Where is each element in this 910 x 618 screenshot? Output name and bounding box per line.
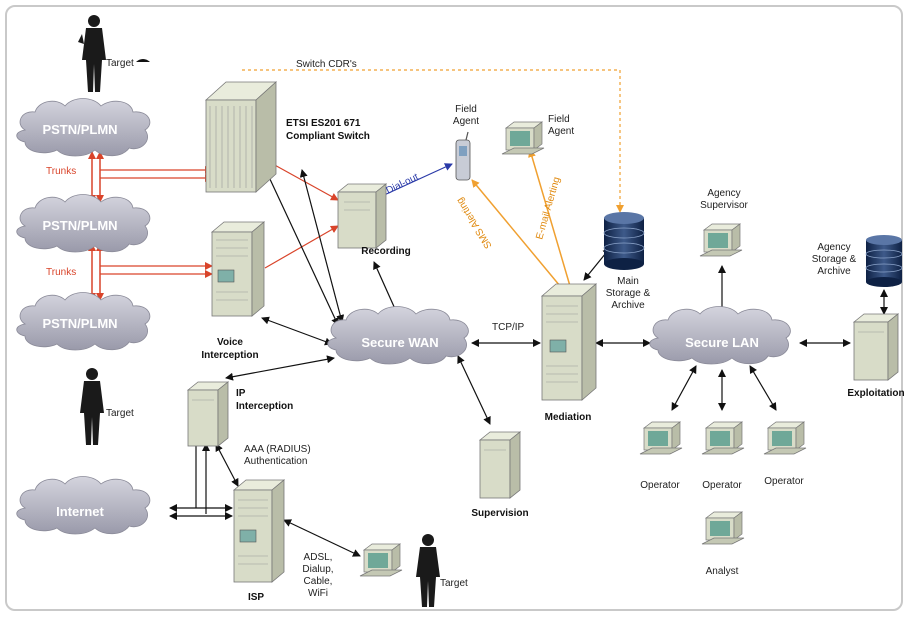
field-agent-label: Agent [453,116,479,127]
phone-icon [136,59,150,62]
trunks-label: Trunks [46,166,76,177]
agency-storage-label: Agency [817,242,850,253]
field-agent-label: Agent [548,126,574,137]
target-label: Target [106,408,134,419]
secure-wan-cloud: Secure WAN [327,306,469,365]
field-agent-label: Field [455,104,477,115]
voice-interception-label: Interception [201,350,258,361]
pstn-cloud-3: PSTN/PLMN [16,292,151,351]
target-label: Target [440,578,468,589]
ip-interception-label: IP [236,388,246,399]
switch-cdr-label: Switch CDR's [296,59,357,70]
access-type-label: Dialup, [302,564,333,575]
supervision-server-icon [478,431,522,499]
email-alert-link [528,149,571,287]
trunks-label: Trunks [46,267,76,278]
target-person-icon [80,368,104,445]
voice-interception-server-icon [210,221,266,317]
main-storage-label: Storage & [606,288,651,299]
etsi-switch-label: ETSI ES201 671 [286,118,361,129]
pstn-cloud-3-label: PSTN/PLMN [42,316,117,331]
target-label: Target [106,58,134,69]
tcpip-label: TCP/IP [492,322,525,333]
wan-supervision-link [457,355,491,425]
exploitation-label: Exploitation [847,388,904,399]
operator-workstation-icon [701,421,745,455]
agency-supervisor-label: Supervisor [700,200,748,211]
secure-lan-label: Secure LAN [685,335,759,350]
pstn-cloud-1-label: PSTN/PLMN [42,122,117,137]
aaa-label: Authentication [244,456,307,467]
main-storage-label: Main [617,276,639,287]
target-person-icon [78,15,106,92]
supervision-label: Supervision [471,508,528,519]
field-agent-label: Field [548,114,570,125]
aaa-label: AAA (RADIUS) [244,444,311,455]
access-type-label: Cable, [304,576,333,587]
diagram-frame [5,5,903,611]
etsi-switch-rack-icon [204,81,278,193]
agency-storage-label: Storage & [812,254,857,265]
dial-out-label: Dial-out [384,172,420,197]
user-workstation-icon [359,543,403,577]
lan-operator-link [749,365,777,411]
dial-out-link [381,163,453,197]
main-storage-label: Archive [611,300,645,311]
sms-alerting-label: SMS Alerting [455,195,495,250]
recording-label: Recording [361,246,410,257]
ip-wan-link [225,355,335,381]
analyst-label: Analyst [706,566,739,577]
ip-interception-server-icon [186,381,230,447]
agency-supervisor-workstation-icon [699,223,743,257]
operator-label: Operator [764,476,804,487]
operator-label: Operator [702,480,742,491]
agency-storage-label: Archive [817,266,851,277]
recording-server-icon [336,183,388,249]
pstn-cloud-2-label: PSTN/PLMN [42,218,117,233]
target-person-icon [416,534,440,607]
agency-supervisor-label: Agency [707,188,740,199]
etsi-switch-label: Compliant Switch [286,131,370,142]
isp-user-link [283,519,361,557]
ip-interception-label: Interception [236,401,293,412]
email-alerting-label: E-mail Alerting [534,176,562,241]
analyst-workstation-icon [701,511,745,545]
operator-workstation-icon [763,421,807,455]
lan-operator-link [671,365,697,411]
access-type-label: WiFi [308,588,328,599]
voice-interception-label: Voice [217,337,243,348]
mobile-phone-icon [455,131,471,181]
mediation-label: Mediation [545,412,592,423]
internet-cloud: Internet [16,476,151,535]
access-type-label: ADSL, [304,552,333,563]
isp-label: ISP [248,592,264,603]
isp-server-icon [232,479,286,583]
agency-storage-database-icon [865,235,903,287]
main-storage-database-icon [603,212,645,270]
ip-isp-aaa-link [215,443,239,487]
secure-wan-label: Secure WAN [361,335,438,350]
switch-wan-link [299,169,345,323]
pstn-cloud-1: PSTN/PLMN [16,98,151,157]
field-agent-workstation-icon [501,121,545,155]
switch-wan-link [261,161,339,326]
exploitation-server-icon [852,313,900,381]
sms-alert-link [471,179,561,287]
voice-wan-link [261,316,333,346]
secure-lan-cloud: Secure LAN [649,306,791,365]
operator-workstation-icon [639,421,683,455]
operator-label: Operator [640,480,680,491]
switch-cdr-link [242,69,624,213]
mediation-server-icon [540,283,598,401]
internet-cloud-label: Internet [56,504,104,519]
pstn-cloud-2: PSTN/PLMN [16,194,151,253]
